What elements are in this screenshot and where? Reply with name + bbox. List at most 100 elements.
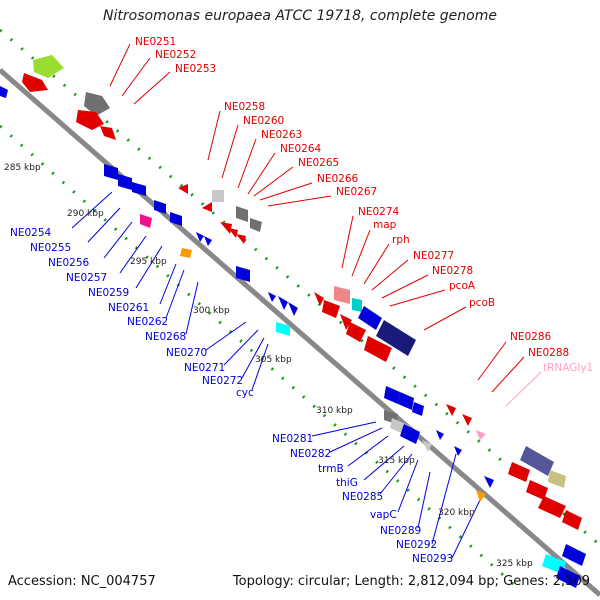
gene-blue	[288, 302, 298, 316]
gene-red	[526, 480, 548, 500]
gene-grey	[250, 218, 262, 232]
gene-lightgrey	[422, 440, 432, 452]
scale-label: 295 kbp	[130, 257, 167, 267]
gene-red	[22, 73, 48, 92]
gene-blue	[384, 386, 400, 404]
gene-label: NE0281	[272, 433, 313, 445]
gene-label: NE0260	[243, 115, 284, 127]
gene-label: tRNAGly1	[543, 362, 593, 374]
gene-red	[178, 184, 188, 194]
gene-label: NE0254	[10, 227, 52, 239]
plus-strand-labels: NE0251 NE0252 NE0253 NE0258 NE0260 NE026…	[135, 36, 593, 374]
gene-lightgrey	[212, 190, 224, 202]
gene-blue	[268, 292, 276, 302]
gene-label: trmB	[318, 463, 344, 475]
gene-label: NE0262	[127, 316, 168, 328]
gene-label: rph	[392, 234, 410, 246]
scale-label: 290 kbp	[67, 209, 104, 219]
gene-label: thiG	[336, 477, 358, 489]
gene-label: NE0253	[175, 63, 216, 75]
gene-label: NE0272	[202, 375, 243, 387]
plus-strand-genes	[22, 55, 582, 530]
accession-label: Accession: NC_004757	[8, 574, 156, 589]
gene-magenta	[140, 214, 152, 228]
gene-label: NE0289	[380, 525, 421, 537]
gene-label: vapC	[370, 509, 397, 521]
gene-blue	[398, 392, 414, 410]
gene-label: NE0277	[413, 250, 454, 262]
gene-red	[508, 462, 530, 482]
gene-label: NE0278	[432, 265, 473, 277]
gene-blue	[170, 212, 182, 226]
gene-blue	[400, 424, 420, 444]
gene-label: NE0267	[336, 186, 377, 198]
gene-label: NE0265	[298, 157, 339, 169]
gene-cyan	[276, 322, 290, 336]
gene-red	[322, 300, 340, 318]
scale-labels: 285 kbp 290 kbp 295 kbp 300 kbp 305 kbp …	[4, 163, 533, 569]
gene-blue	[154, 200, 166, 214]
gene-label: NE0268	[145, 331, 186, 343]
gene-blue	[436, 430, 444, 440]
gene-orange	[180, 248, 192, 258]
genome-backbone	[0, 68, 600, 597]
gene-cyan	[352, 298, 362, 312]
topology-label: Topology: circular; Length: 2,812,094 bp…	[232, 574, 590, 589]
gene-blue	[236, 266, 250, 282]
gene-pink	[334, 286, 350, 304]
gene-label: NE0285	[342, 491, 383, 503]
gene-grey	[236, 206, 248, 222]
gene-blue	[0, 86, 8, 98]
gene-label: NE0270	[166, 347, 207, 359]
gene-blue	[104, 164, 118, 180]
gene-label: NE0288	[528, 347, 569, 359]
gene-blue	[358, 306, 382, 330]
gene-label: map	[373, 219, 397, 231]
gene-blue	[278, 296, 288, 310]
gene-label: NE0274	[358, 206, 400, 218]
gene-label: NE0251	[135, 36, 176, 48]
gene-label: NE0293	[412, 553, 453, 565]
gene-red	[220, 222, 232, 234]
gene-red	[76, 110, 104, 130]
scale-label: 310 kbp	[316, 406, 353, 416]
gene-trna	[476, 430, 486, 440]
gene-yellowgreen	[33, 55, 64, 78]
gene-blue	[118, 174, 132, 190]
gene-label: NE0282	[290, 448, 331, 460]
gene-khaki	[548, 470, 566, 488]
gene-label: NE0258	[224, 101, 265, 113]
outer-tick-ring	[0, 28, 600, 547]
gene-label: NE0292	[396, 539, 437, 551]
scale-label: 300 kbp	[193, 306, 230, 316]
gene-red	[236, 234, 246, 244]
gene-label: NE0263	[261, 129, 302, 141]
gene-red	[446, 404, 456, 416]
gene-label: NE0257	[66, 272, 107, 284]
scale-label: 315 kbp	[378, 456, 415, 466]
gene-label: pcoA	[449, 280, 476, 292]
gene-blue	[196, 232, 204, 242]
gene-red	[100, 126, 116, 140]
gene-red	[340, 314, 352, 330]
gene-blue	[454, 446, 462, 456]
gene-label: NE0256	[48, 257, 90, 269]
minus-strand-genes	[0, 86, 586, 588]
gene-label: NE0264	[280, 143, 322, 155]
trna-leader	[505, 371, 542, 407]
gene-blue	[204, 236, 212, 246]
gene-grey	[84, 92, 110, 116]
gene-label: pcoB	[469, 297, 495, 309]
gene-blue	[556, 566, 580, 588]
minus-strand-labels: NE0254 NE0255 NE0256 NE0257 NE0259 NE026…	[10, 227, 453, 565]
gene-red	[202, 202, 212, 212]
gene-red	[562, 510, 582, 530]
plus-strand-leaders	[109, 43, 525, 393]
gene-blue	[484, 476, 494, 488]
gene-purple	[520, 446, 554, 476]
minus-strand-leaders	[71, 191, 481, 559]
map-title: Nitrosomonas europaea ATCC 19718, comple…	[103, 8, 497, 24]
gene-red	[538, 496, 566, 518]
gene-orange	[476, 490, 486, 502]
